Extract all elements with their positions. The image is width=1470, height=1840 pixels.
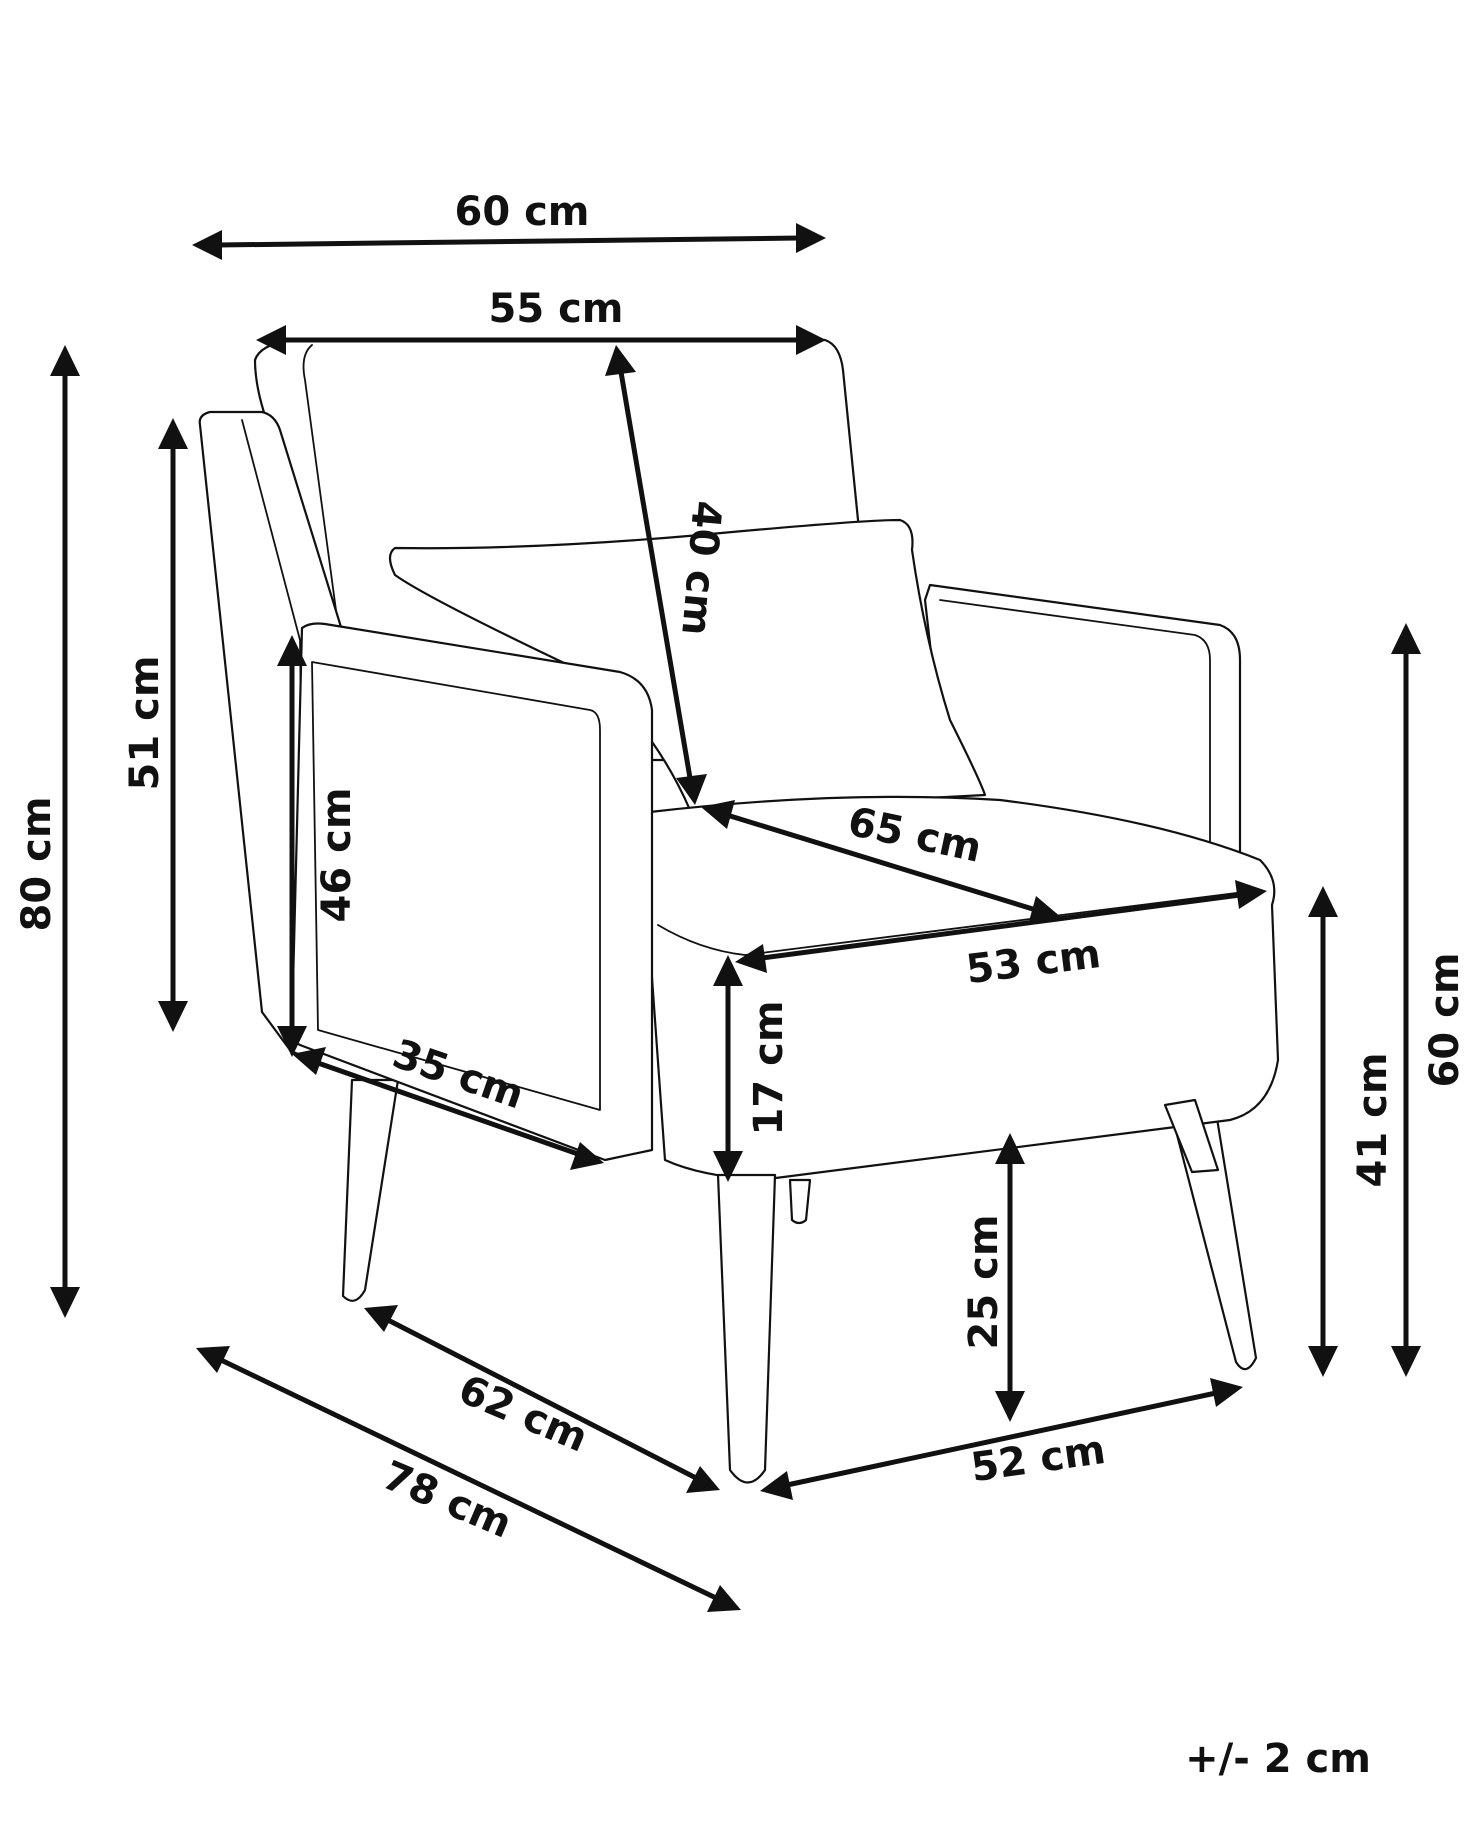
back-side-height-dimension — [158, 418, 188, 1032]
left-armrest-inner — [311, 661, 601, 1111]
overall-width-dimension — [192, 223, 826, 260]
dimension-lines — [50, 223, 1421, 1612]
armchair-drawing — [198, 338, 1280, 1484]
overall-depth-dimension — [196, 1346, 741, 1612]
seat-height-dimension — [1308, 886, 1338, 1377]
back-center-leg — [788, 1178, 812, 1225]
overall-height-dimension — [50, 345, 80, 1318]
back-left-leg — [341, 1078, 400, 1302]
seat-front-edge — [657, 889, 1261, 956]
front-left-leg — [716, 1173, 777, 1484]
leg-depth-label: 62 cm — [452, 1366, 594, 1461]
arm-height-floor-label: 60 cm — [1422, 953, 1468, 1088]
leg-width-dimension — [760, 1378, 1243, 1500]
cushion-thickness-dimension — [713, 955, 743, 1182]
armrest-height-dimension — [277, 635, 307, 1057]
pillow — [388, 518, 987, 812]
backrest-width-dimension — [256, 325, 826, 355]
armrest-depth-dimension — [292, 1047, 604, 1170]
right-armrest-inner — [939, 599, 1211, 1061]
overall-height-label: 80 cm — [14, 797, 60, 932]
tolerance-note: +/- 2 cm — [1185, 1736, 1371, 1782]
seat-width-dimension — [735, 880, 1267, 973]
leg-height-dimension — [995, 1133, 1025, 1422]
backrest-seam — [302, 344, 341, 641]
backrest-height-dimension — [605, 345, 707, 805]
seat-height-label: 41 cm — [1350, 1053, 1396, 1188]
leg-width-label: 52 cm — [968, 1427, 1108, 1491]
front-right-leg — [1163, 1098, 1220, 1174]
backrest-width-label: 55 cm — [489, 286, 624, 332]
back-side-height-label: 51 cm — [122, 656, 168, 791]
leg-height-label: 25 cm — [961, 1215, 1007, 1350]
leg-depth-dimension — [364, 1305, 720, 1493]
arm-height-floor-dimension — [1391, 623, 1421, 1377]
cushion-thickness-label: 17 cm — [746, 1001, 792, 1136]
armrest-height-label: 46 cm — [314, 788, 360, 923]
overall-width-label: 60 cm — [455, 189, 590, 235]
